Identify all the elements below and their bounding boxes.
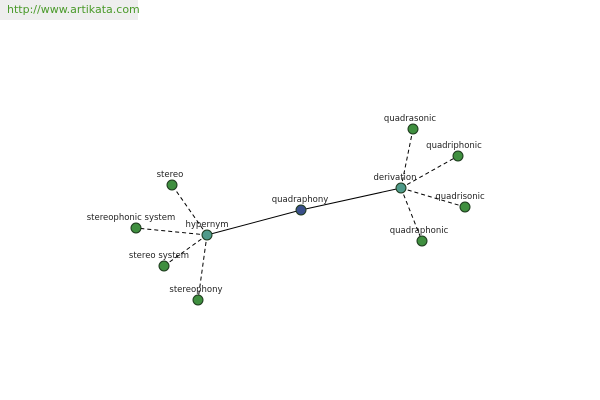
edge-hypernym-stereophonic-system [135, 227, 208, 236]
node-label-stereophony[interactable]: stereophony [169, 285, 222, 295]
node-quadraphony[interactable] [295, 204, 307, 216]
node-stereo[interactable] [166, 179, 178, 191]
edge-quadraphony-derivation [300, 187, 402, 211]
node-label-stereo[interactable]: stereo [157, 170, 184, 180]
node-label-stereo-system[interactable]: stereo system [129, 251, 189, 261]
site-url-link[interactable]: http://www.artikata.com [0, 0, 140, 20]
edge-derivation-quadriphonic [400, 155, 459, 189]
node-derivation[interactable] [395, 182, 407, 194]
node-quadraphonic[interactable] [416, 235, 428, 247]
node-hypernym[interactable] [201, 229, 213, 241]
graph-edges [135, 128, 466, 301]
node-quadrisonic[interactable] [459, 201, 471, 213]
graph-labels: stereo stereophonic system stereo system st… [87, 114, 485, 295]
node-label-derivation[interactable]: derivation [373, 173, 416, 183]
graph-nodes [130, 123, 471, 306]
node-stereophonic-system[interactable] [130, 222, 142, 234]
edge-quadraphony-hypernym [206, 209, 302, 236]
node-label-stereophonic-system[interactable]: stereophonic system [87, 213, 176, 223]
edge-derivation-quadrasonic [400, 128, 414, 189]
node-label-quadrisonic[interactable]: quadrisonic [435, 192, 485, 202]
node-label-hypernym[interactable]: hypernym [185, 220, 228, 230]
node-stereo-system[interactable] [158, 260, 170, 272]
edge-derivation-quadraphonic [400, 187, 423, 242]
edge-hypernym-stereophony [197, 234, 208, 301]
node-label-quadriphonic[interactable]: quadriphonic [426, 141, 482, 151]
edge-hypernym-stereo-system [163, 234, 208, 267]
node-quadriphonic[interactable] [452, 150, 464, 162]
node-stereophony[interactable] [192, 294, 204, 306]
node-quadrasonic[interactable] [407, 123, 419, 135]
node-label-quadraphonic[interactable]: quadraphonic [390, 226, 449, 236]
node-label-quadrasonic[interactable]: quadrasonic [384, 114, 436, 124]
node-label-quadraphony[interactable]: quadraphony [272, 195, 329, 205]
edge-hypernym-stereo [171, 184, 208, 236]
